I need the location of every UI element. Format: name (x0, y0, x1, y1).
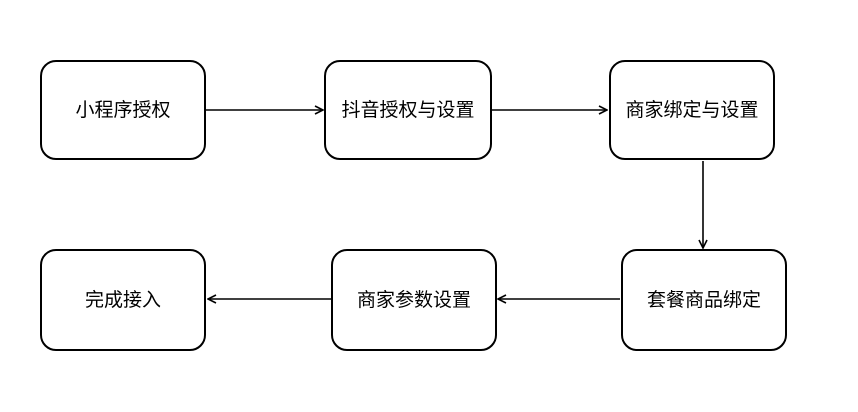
node-label: 小程序授权 (75, 98, 171, 121)
node-complete-access: 完成接入 (40, 249, 206, 351)
node-label: 商家绑定与设置 (625, 98, 759, 121)
node-label: 抖音授权与设置 (341, 98, 475, 121)
node-merchant-binding-settings: 商家绑定与设置 (609, 60, 775, 160)
node-package-goods-binding: 套餐商品绑定 (621, 249, 787, 351)
node-label: 商家参数设置 (356, 288, 471, 311)
node-merchant-params-settings: 商家参数设置 (331, 249, 497, 351)
node-label: 完成接入 (84, 288, 161, 311)
node-label: 套餐商品绑定 (646, 288, 761, 311)
node-douyin-auth-settings: 抖音授权与设置 (324, 60, 492, 160)
node-miniprogram-auth: 小程序授权 (40, 60, 206, 160)
